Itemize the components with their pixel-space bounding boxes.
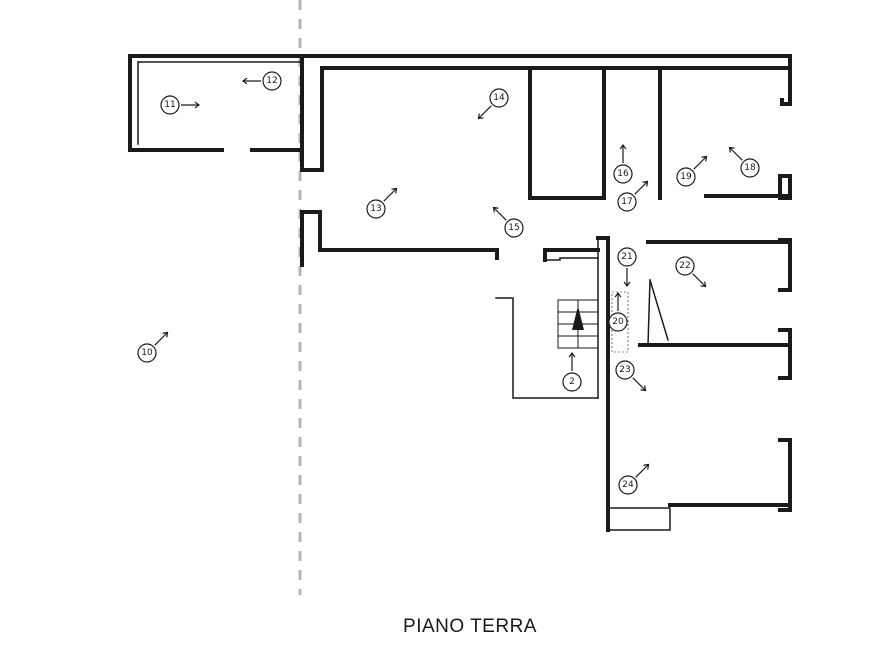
view-direction-arrow	[729, 147, 743, 161]
wall	[778, 174, 792, 200]
door-swing	[647, 279, 651, 346]
view-marker: 10	[137, 331, 169, 363]
view-marker: 17	[617, 180, 649, 212]
view-marker: 11	[160, 95, 201, 115]
marker-circle	[617, 192, 637, 212]
wall	[528, 66, 604, 200]
wall	[128, 54, 224, 152]
arrow-head	[568, 351, 576, 358]
view-marker: 21	[617, 247, 637, 288]
marker-label: 13	[370, 204, 381, 214]
view-marker: 22	[675, 256, 707, 288]
marker-circle	[675, 256, 695, 276]
arrow-head	[700, 281, 707, 288]
marker-label: 2	[569, 377, 575, 387]
marker-circle	[615, 360, 635, 380]
marker-circle	[160, 95, 180, 115]
marker-circle	[740, 158, 760, 178]
arrow-head	[728, 146, 735, 153]
wall	[544, 257, 599, 261]
marker-label: 15	[508, 223, 519, 233]
view-marker: 13	[366, 187, 398, 219]
wall	[778, 438, 792, 512]
marker-circle	[137, 343, 157, 363]
view-direction-arrow	[634, 181, 648, 195]
arrow-head	[623, 281, 631, 288]
marker-circle	[618, 475, 638, 495]
marker-circle	[617, 247, 637, 267]
arrow-head	[162, 331, 169, 338]
marker-label: 24	[622, 480, 634, 490]
wall	[300, 54, 792, 172]
view-marker: 20	[608, 291, 628, 332]
arrow-head	[194, 101, 201, 109]
floor-plan-title: PIANO TERRA	[403, 616, 537, 637]
view-direction-arrow	[632, 377, 646, 391]
marker-circle	[262, 71, 282, 91]
arrow-head	[391, 187, 398, 194]
wall	[607, 507, 671, 531]
view-direction-arrow	[693, 156, 707, 170]
view-marker: 14	[477, 88, 509, 120]
marker-label: 18	[744, 163, 756, 173]
arrow-head	[643, 463, 650, 470]
marker-label: 21	[621, 252, 632, 262]
staircase	[557, 299, 599, 349]
marker-label: 22	[679, 261, 690, 271]
wall	[543, 248, 600, 262]
view-direction-arrow	[692, 273, 706, 287]
marker-label: 14	[493, 93, 505, 103]
marker-circle	[366, 199, 386, 219]
wall	[596, 236, 610, 532]
view-direction-arrow	[383, 188, 397, 202]
arrow-head	[701, 155, 708, 162]
arrow-head	[619, 143, 627, 150]
view-marker: 15	[492, 206, 524, 238]
view-marker: 2	[562, 351, 582, 392]
arrow-head	[614, 291, 622, 298]
view-marker: 19	[676, 155, 708, 187]
view-direction-arrow	[478, 105, 492, 119]
view-marker: 23	[615, 360, 647, 392]
marker-circle	[562, 372, 582, 392]
view-marker: 24	[618, 463, 650, 495]
view-direction-arrow	[635, 464, 649, 478]
marker-label: 12	[266, 76, 277, 86]
wall	[495, 297, 599, 399]
arrow-head	[492, 206, 499, 213]
arrow-head	[640, 385, 647, 392]
view-direction-arrow	[493, 207, 507, 221]
wall	[778, 238, 792, 292]
arrow-head	[241, 77, 248, 85]
marker-circle	[613, 164, 633, 184]
arrow-head	[477, 113, 484, 120]
wall	[778, 328, 792, 380]
marker-label: 20	[612, 317, 624, 327]
view-marker: 12	[241, 71, 282, 91]
marker-circle	[489, 88, 509, 108]
view-marker: 18	[728, 146, 760, 178]
marker-label: 10	[141, 348, 153, 358]
door-swing	[649, 279, 669, 341]
marker-circle	[504, 218, 524, 238]
wall	[300, 210, 499, 267]
marker-circle	[608, 312, 628, 332]
marker-label: 17	[621, 197, 632, 207]
wall	[780, 54, 792, 106]
marker-circle	[676, 167, 696, 187]
view-marker: 16	[613, 143, 633, 184]
view-direction-arrow	[154, 332, 168, 346]
marker-label: 11	[164, 100, 175, 110]
arrow-head	[642, 180, 649, 187]
marker-label: 16	[617, 169, 629, 179]
marker-label: 19	[680, 172, 692, 182]
marker-label: 23	[619, 365, 630, 375]
